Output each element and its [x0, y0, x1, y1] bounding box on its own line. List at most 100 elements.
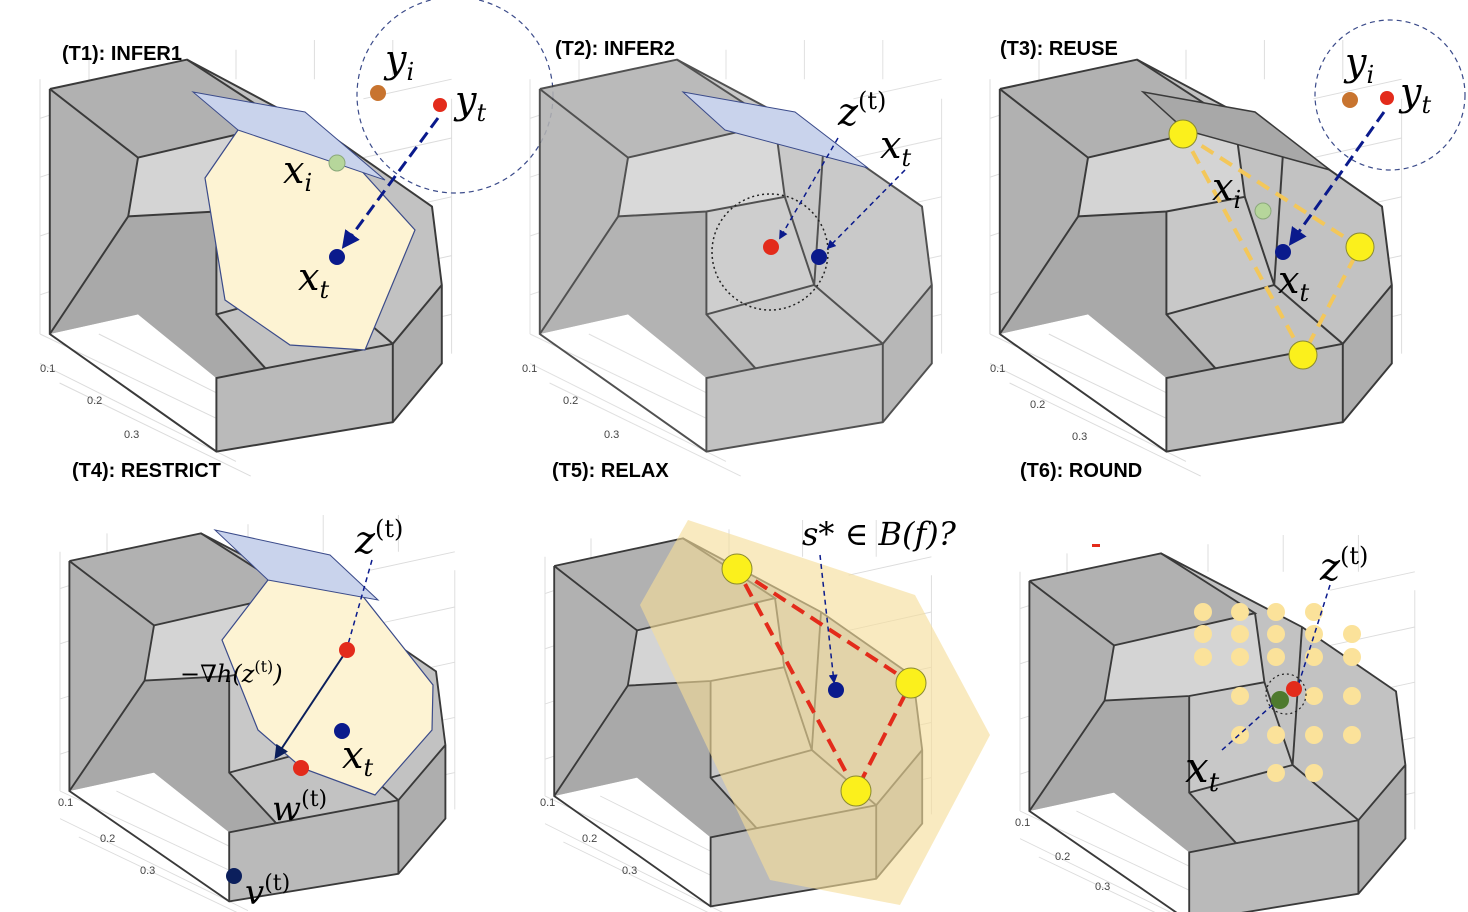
lattice-point [1267, 648, 1285, 666]
projection-arrow [341, 117, 440, 249]
panel-title: (T4): RESTRICT [72, 460, 221, 482]
dot-s [828, 682, 844, 698]
panel-t3: (T3): REUSE 0.1 0.2 0.3 yi yt xi xt [989, 19, 1466, 478]
panel-t6: (T6): ROUND 0.1 0.2 0.3 z(t) xt [1015, 460, 1416, 912]
panel-title: (T1): INFER1 [62, 43, 182, 65]
tick-label: 0.3 [1095, 881, 1110, 893]
lattice-point [1267, 726, 1285, 744]
lattice-point [1305, 764, 1323, 782]
dot-xt [329, 249, 345, 265]
label-xi: xi [283, 148, 312, 197]
label-question: s* ∈ B(f)? [802, 515, 957, 553]
label-xi: xi [1212, 165, 1241, 214]
polytope [1019, 534, 1416, 912]
label-w: w(t) [272, 787, 327, 829]
tick-label: 0.1 [522, 363, 537, 375]
lattice-point [1231, 726, 1249, 744]
dot-xi [1254, 202, 1272, 220]
label-v: v(t) [245, 871, 290, 912]
lattice-point [1194, 603, 1212, 621]
panel-t4: (T4): RESTRICT 0.1 0.2 0.3 z(t) −∇h(z(t)… [58, 460, 456, 912]
tick-label: 0.1 [58, 797, 73, 809]
tick-label: 0.2 [1055, 851, 1070, 863]
lattice-point [1231, 687, 1249, 705]
panel-title: (T6): ROUND [1020, 460, 1142, 482]
tick-label: 0.2 [563, 395, 578, 407]
panel-title: (T5): RELAX [552, 460, 669, 482]
lattice-point [1267, 625, 1285, 643]
vertex-dot [895, 667, 927, 699]
gradient-arrow [274, 649, 348, 760]
label-xt: xt [1278, 258, 1309, 307]
dot-z [763, 239, 779, 255]
ball-circle [1265, 673, 1307, 715]
label-z: z(t) [354, 515, 403, 562]
label-z: z(t) [837, 87, 886, 134]
ball-circle [711, 193, 829, 311]
stray-mark [1092, 544, 1100, 547]
dot-yi [370, 85, 386, 101]
label-yi: yi [383, 37, 414, 86]
tick-label: 0.3 [124, 429, 139, 441]
vertex-dot [840, 775, 872, 807]
label-yi: yi [1343, 40, 1374, 89]
panel-title: (T3): REUSE [1000, 38, 1118, 60]
lattice-point [1305, 648, 1323, 666]
dashed-arrow-z [779, 137, 839, 240]
lattice-point [1343, 625, 1361, 643]
lattice-point [1343, 726, 1361, 744]
vertex-dot [1288, 340, 1318, 370]
projection-arrow [1288, 111, 1386, 246]
dot-z [339, 642, 355, 658]
label-yt: yt [453, 78, 486, 127]
tick-label: 0.2 [582, 833, 597, 845]
lattice-point [1194, 625, 1212, 643]
dot-xt [1275, 244, 1291, 260]
top-face [681, 91, 869, 169]
label-yt: yt [1398, 70, 1431, 119]
tick-label: 0.1 [40, 363, 55, 375]
dashed-triangle [735, 567, 914, 796]
lattice-point [1194, 648, 1212, 666]
lattice-point [1343, 648, 1361, 666]
lattice-point [1267, 764, 1285, 782]
top-face [1140, 90, 1331, 171]
lattice-point [1267, 603, 1285, 621]
lattice-point [1305, 687, 1323, 705]
dashed-arrow-s [819, 554, 838, 684]
label-xt: xt [880, 123, 911, 172]
lattice-point [1305, 726, 1323, 744]
dot-w [293, 760, 309, 776]
dot-xi [328, 154, 346, 172]
panel-title: (T2): INFER2 [555, 38, 675, 60]
top-face [213, 529, 380, 601]
vertex-dot [1345, 232, 1375, 262]
dot-yt [433, 98, 447, 112]
tick-label: 0.3 [622, 865, 637, 877]
lattice-point [1231, 625, 1249, 643]
dot-v [226, 868, 242, 884]
vertex-dot [721, 553, 753, 585]
dashed-arrow-xt [826, 169, 906, 250]
dot-xt [1271, 691, 1289, 709]
vertex-dot [1168, 119, 1198, 149]
tick-label: 0.3 [140, 865, 155, 877]
dashed-line-xt [1221, 699, 1279, 751]
lattice-point [1231, 603, 1249, 621]
dashed-triangle [1181, 132, 1363, 360]
lattice-point [1305, 625, 1323, 643]
ball-circle [1314, 19, 1466, 171]
dot-z [1286, 681, 1302, 697]
label-xt: xt [342, 733, 373, 782]
label-z: z(t) [1319, 542, 1368, 589]
tick-label: 0.3 [1072, 431, 1087, 443]
dot-yt [1380, 91, 1394, 105]
label-xt: xt [1185, 743, 1220, 798]
label-xt: xt [298, 255, 329, 304]
panel-t1: (T1): INFER1 0.1 0.2 0.3 yi yt xi xt [39, 0, 554, 478]
tick-label: 0.2 [87, 395, 102, 407]
dot-yi [1342, 92, 1358, 108]
dot-xt [811, 249, 827, 265]
lattice-point [1343, 687, 1361, 705]
